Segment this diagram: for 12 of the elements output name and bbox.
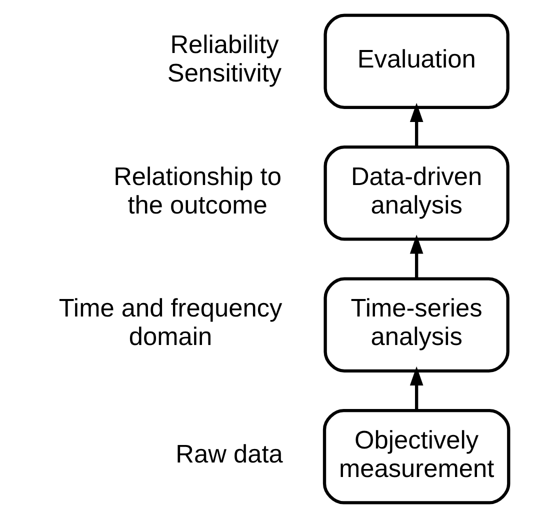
node-box: Data-driven analysis bbox=[324, 145, 510, 240]
node-label: Relationship to the outcome bbox=[114, 162, 282, 219]
arrow bbox=[410, 234, 424, 278]
node-box: Time-series analysis bbox=[324, 276, 510, 372]
arrow bbox=[410, 102, 424, 146]
node-label: Time and frequency domain bbox=[58, 294, 282, 351]
node-label: Sensitivity bbox=[167, 59, 282, 88]
arrow bbox=[410, 366, 424, 410]
node-label: Raw data bbox=[176, 440, 283, 468]
node-label: Reliability bbox=[170, 30, 279, 59]
node-box: Evaluation bbox=[324, 13, 510, 108]
node-box: Objectively measurement bbox=[322, 408, 510, 504]
